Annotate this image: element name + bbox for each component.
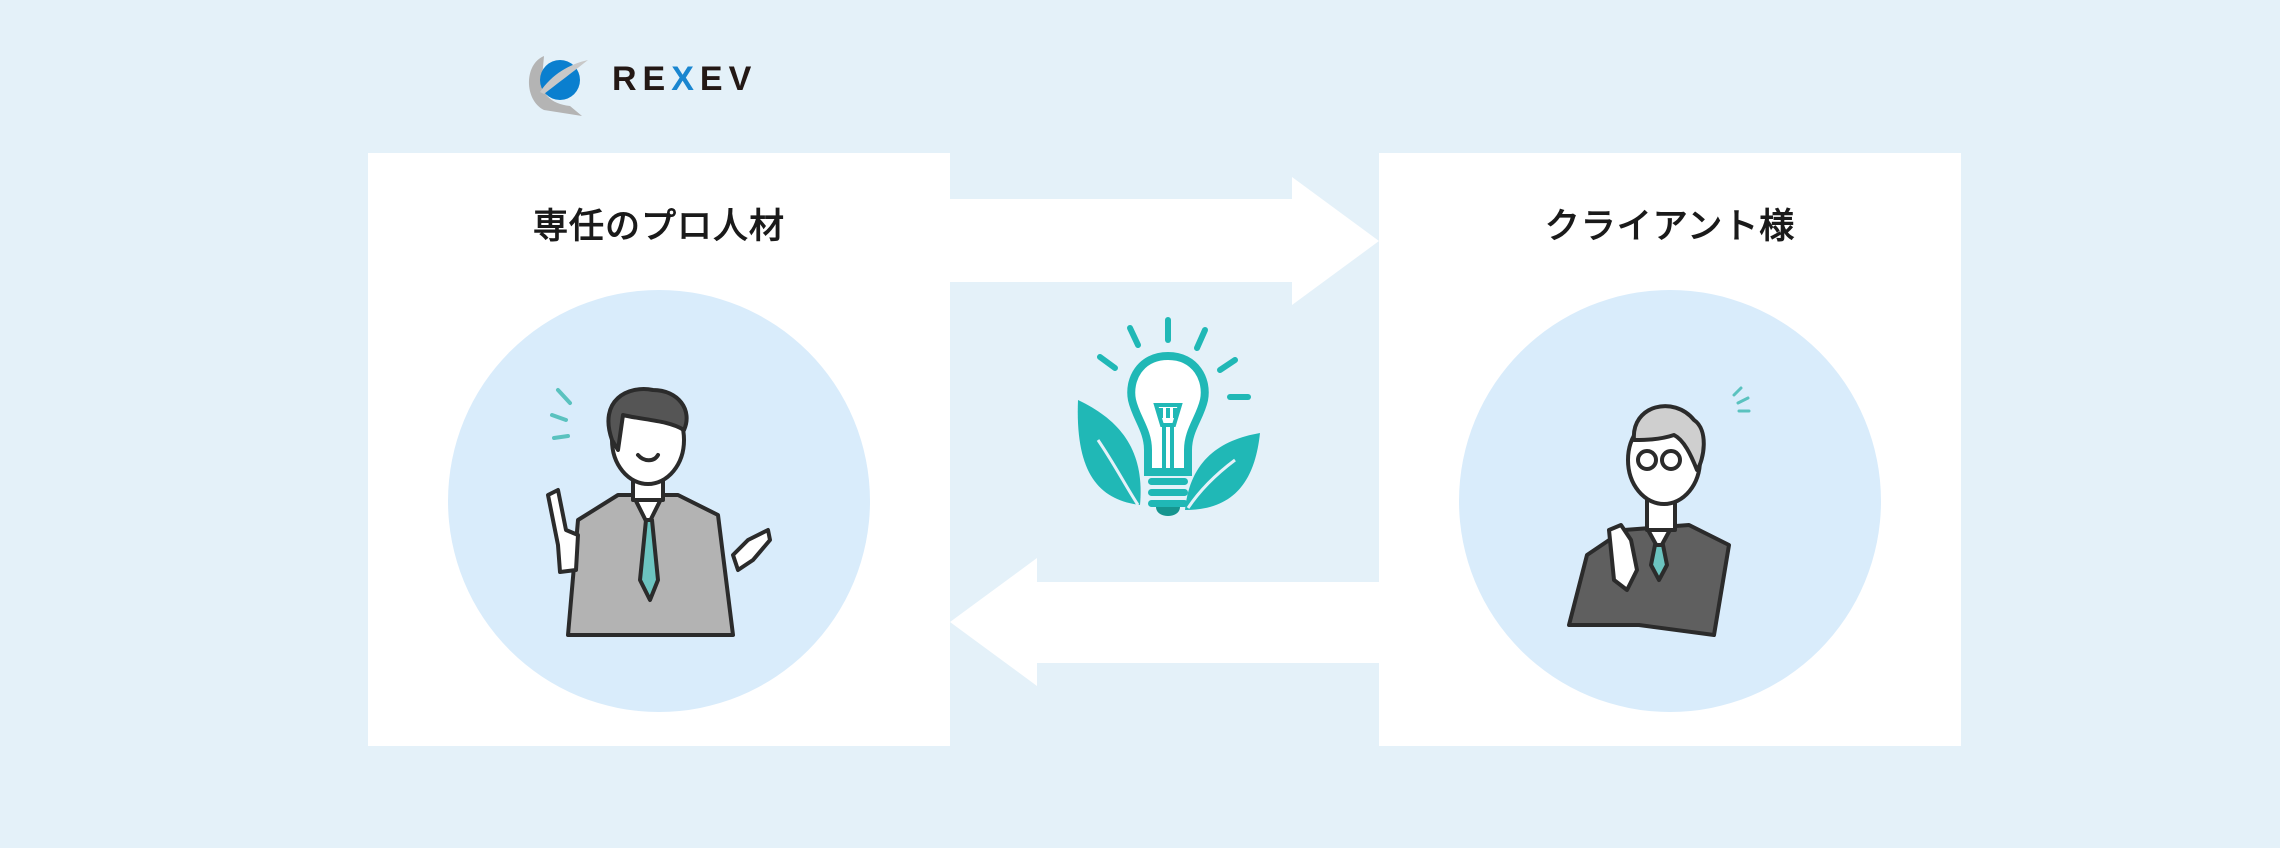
right-panel-title: クライアント様 [1544, 207, 1796, 247]
lightbulb-leaves-icon [1077, 317, 1260, 516]
logo-mark-icon [529, 56, 588, 116]
left-panel-title: 専任のプロ人材 [532, 207, 785, 247]
arrow-right [950, 177, 1379, 305]
client-man-icon [1567, 386, 1751, 637]
right-illustration-circle [1459, 290, 1881, 712]
logo-text: REXEV [612, 60, 758, 98]
arrow-left [950, 558, 1379, 686]
logo: REXEV [522, 50, 802, 120]
professional-man-icon [546, 387, 772, 637]
left-panel: 専任のプロ人材 [368, 153, 950, 746]
left-illustration-circle [448, 290, 870, 712]
right-panel: クライアント様 [1379, 153, 1961, 746]
